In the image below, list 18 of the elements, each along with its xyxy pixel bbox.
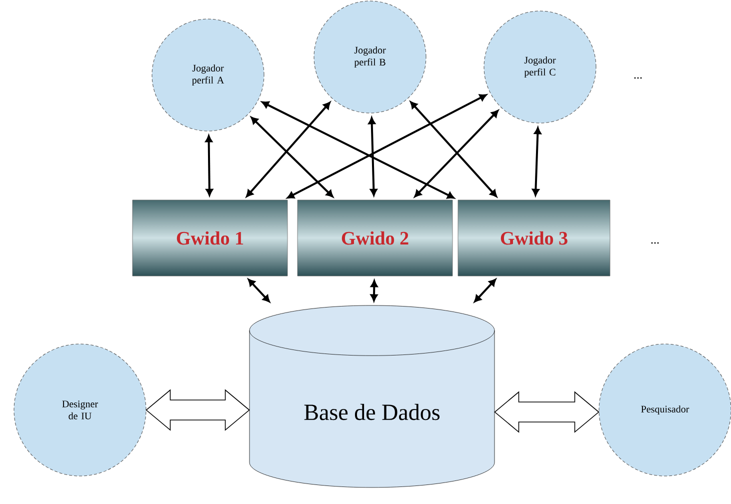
ellipsis: ... xyxy=(634,77,642,79)
block-arrow xyxy=(494,391,600,433)
arrow xyxy=(474,278,496,302)
gwido-box: Gwido 2 xyxy=(297,200,453,276)
arrow xyxy=(205,135,213,196)
database-cylinder: Base de Dados xyxy=(249,305,495,488)
arrow xyxy=(287,94,487,198)
arrow xyxy=(246,102,330,198)
arrow xyxy=(368,117,378,196)
gwido-box: Gwido 3 xyxy=(458,200,610,276)
gwido-box: Gwido 1 xyxy=(132,200,288,276)
block-arrow xyxy=(146,389,250,431)
arrow xyxy=(532,127,542,196)
arrow xyxy=(262,101,454,199)
arrow xyxy=(248,278,270,302)
ellipsis: ... xyxy=(651,242,659,244)
arrow xyxy=(370,280,378,302)
arrow xyxy=(250,116,334,198)
